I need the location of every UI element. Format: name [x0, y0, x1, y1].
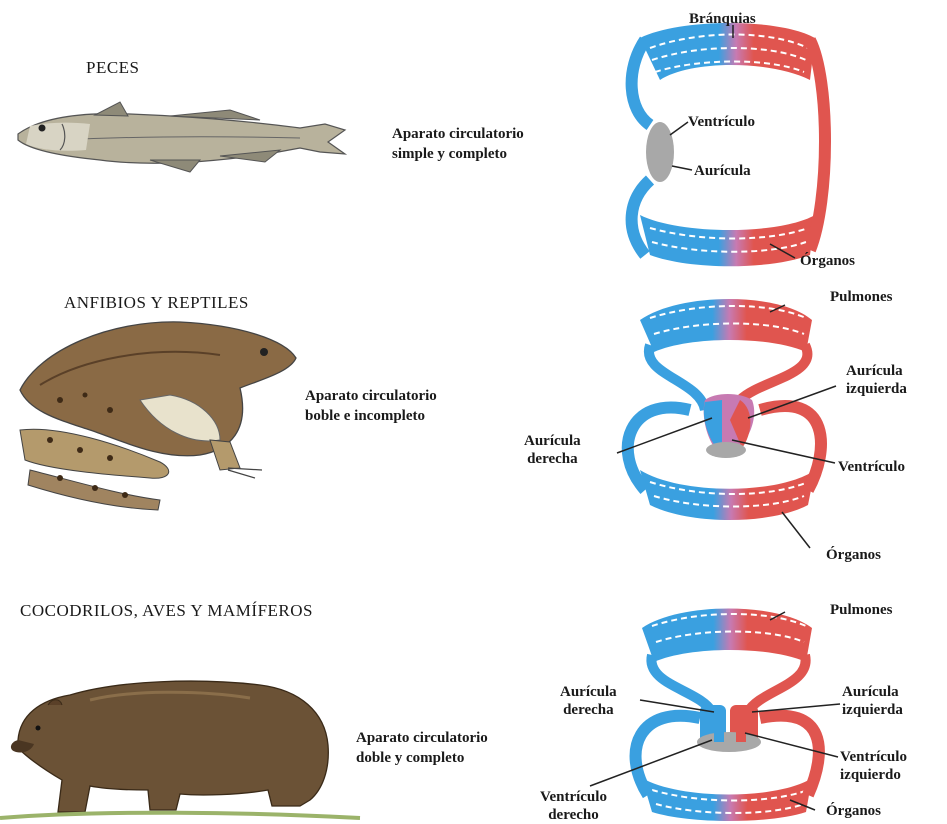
- mammal-left-atrium-line-1: Aurícula: [842, 683, 903, 701]
- mammal-left-atrium-label: Aurícula izquierda: [842, 683, 903, 719]
- mammal-right-atrium-label: Aurícula derecha: [560, 683, 617, 719]
- mammal-organs-label: Órganos: [826, 802, 881, 820]
- mammal-right-atrium-line-2: derecha: [560, 701, 617, 719]
- mammal-right-ventricle-label: Ventrículo derecho: [540, 788, 607, 824]
- mammal-left-atrium-line-2: izquierda: [842, 701, 903, 719]
- mammal-left-ventricle-line-1: Ventrículo: [840, 748, 907, 766]
- mammal-right-atrium-line-1: Aurícula: [560, 683, 617, 701]
- mammal-right-ventricle-line-1: Ventrículo: [540, 788, 607, 806]
- mammal-left-ventricle-line-2: izquierdo: [840, 766, 907, 784]
- mammal-right-ventricle-line-2: derecho: [540, 806, 607, 824]
- mammal-left-ventricle-label: Ventrículo izquierdo: [840, 748, 907, 784]
- mammal-lungs-label: Pulmones: [830, 601, 893, 619]
